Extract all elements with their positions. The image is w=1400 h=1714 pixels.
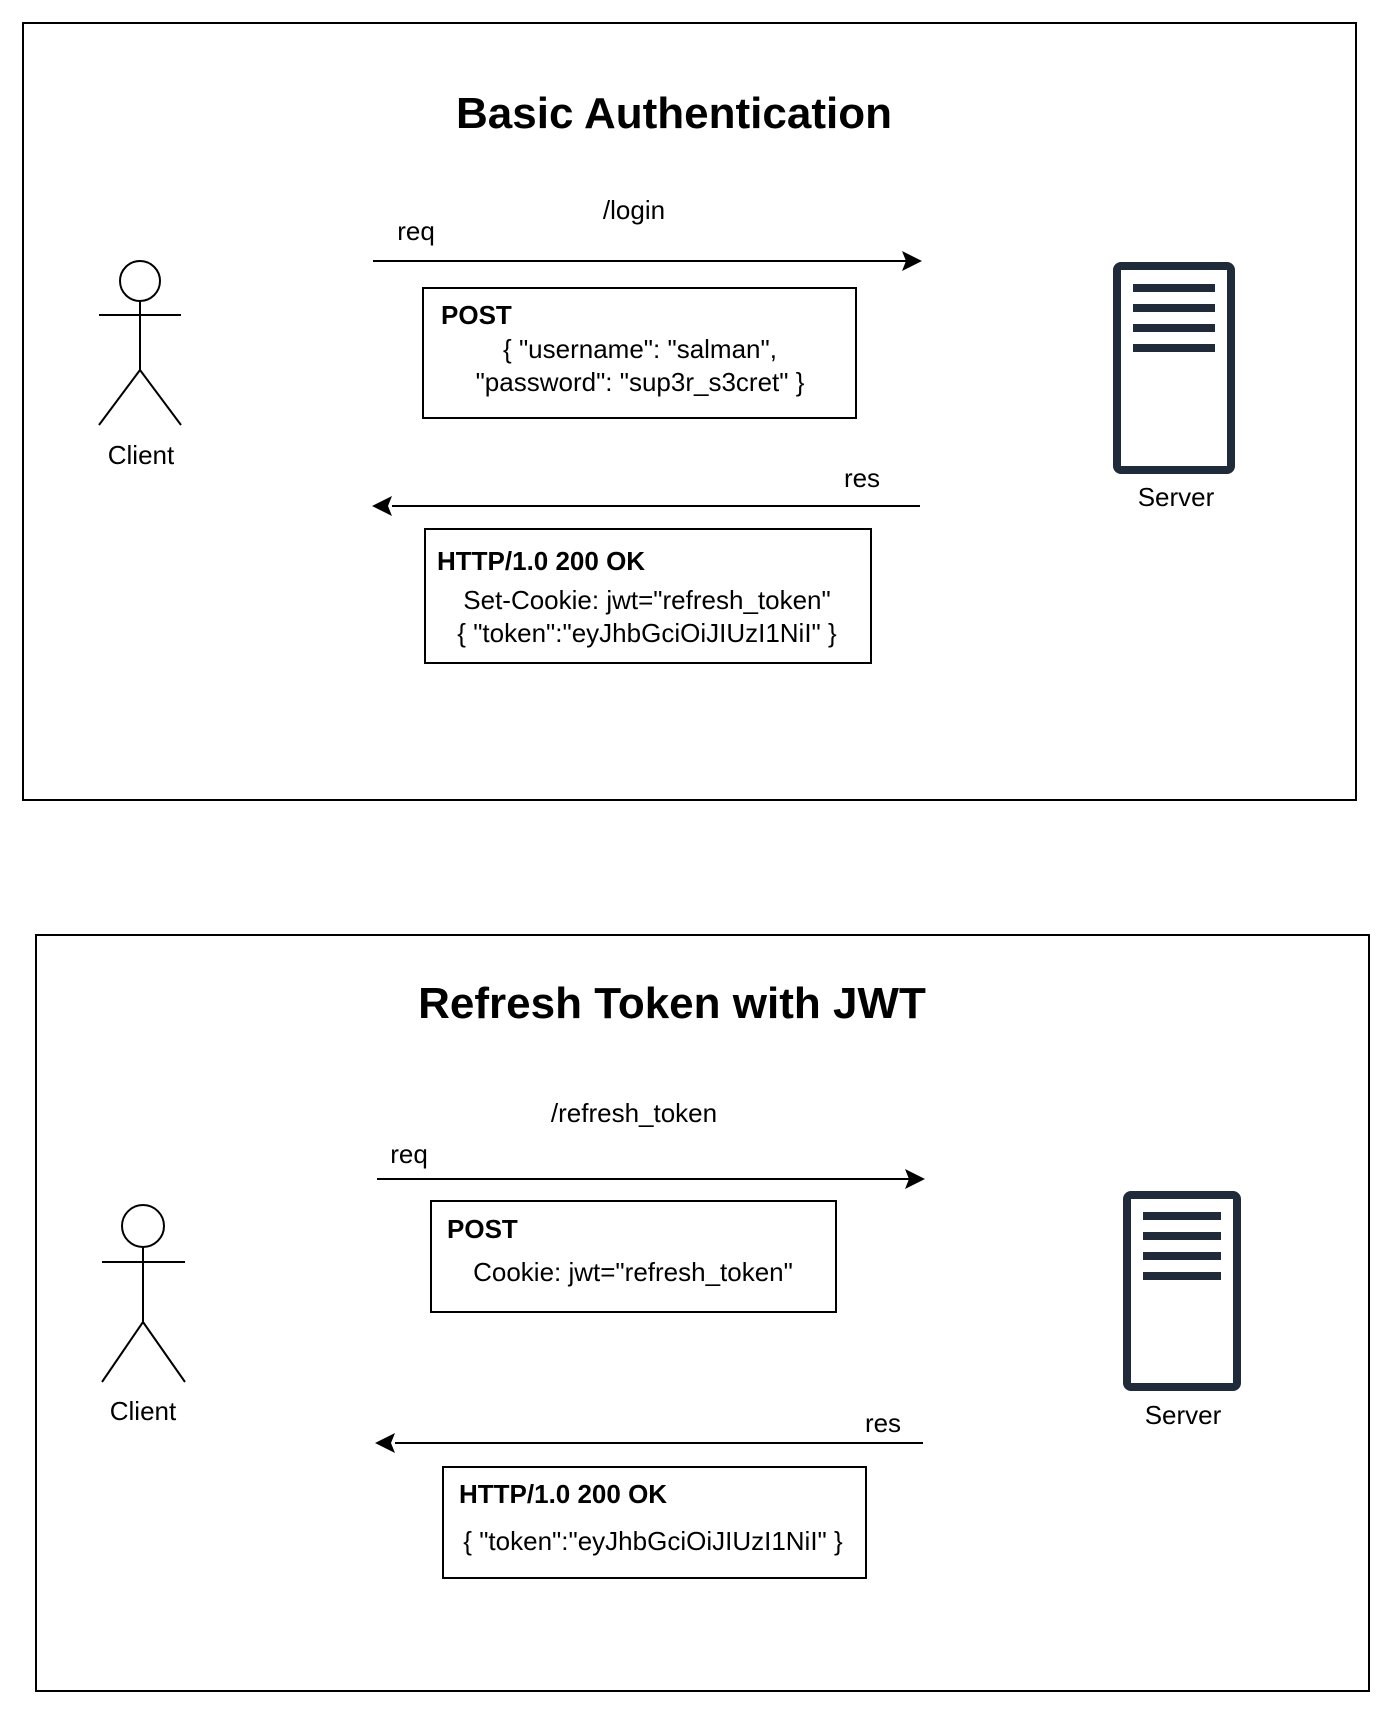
response-box: HTTP/1.0 200 OK Set-Cookie: jwt="refresh… [424,528,872,664]
client-label: Client [108,440,175,470]
panel-title: Refresh Token with JWT [418,979,926,1028]
response-label: res [844,463,880,493]
request-label: req [390,1139,428,1169]
response-arrow [375,1433,923,1453]
request-arrow [373,251,922,271]
response-box: HTTP/1.0 200 OK { "token":"eyJhbGciOiJIU… [442,1466,867,1579]
response-arrow [372,496,920,516]
panel-frame [35,934,1370,1692]
request-body-line: { "username": "salman", [503,334,777,364]
response-status: HTTP/1.0 200 OK [437,546,645,576]
server-label: Server [1145,1400,1222,1430]
response-body-line: { "token":"eyJhbGciOiJIUzI1NiI" } [463,1526,843,1556]
panel-refresh-token: Refresh Token with JWT Client Server /re… [35,934,1370,1692]
request-box: POST Cookie: jwt="refresh_token" [430,1200,837,1313]
request-method: POST [441,300,512,330]
client-actor-icon [101,1204,186,1383]
client-actor-icon [98,260,182,426]
server-icon [1123,1191,1241,1391]
client-label: Client [110,1396,177,1426]
request-label: req [397,216,435,246]
response-status: HTTP/1.0 200 OK [459,1479,667,1509]
panel-title: Basic Authentication [456,89,892,138]
server-label: Server [1138,482,1215,512]
request-body-line: "password": "sup3r_s3cret" } [476,367,805,397]
response-body-line: Set-Cookie: jwt="refresh_token" [463,585,830,615]
request-arrow [377,1169,925,1189]
request-box: POST { "username": "salman", "password":… [422,287,857,419]
request-method: POST [447,1214,518,1244]
panel-basic-authentication: Basic Authentication Client Server /logi… [22,22,1357,801]
panel-frame [22,22,1357,801]
request-endpoint: /refresh_token [551,1098,717,1128]
request-body-line: Cookie: jwt="refresh_token" [473,1257,793,1287]
request-endpoint: /login [603,195,665,225]
response-label: res [865,1408,901,1438]
server-icon [1113,262,1235,474]
response-body-line: { "token":"eyJhbGciOiJIUzI1NiI" } [457,618,837,648]
